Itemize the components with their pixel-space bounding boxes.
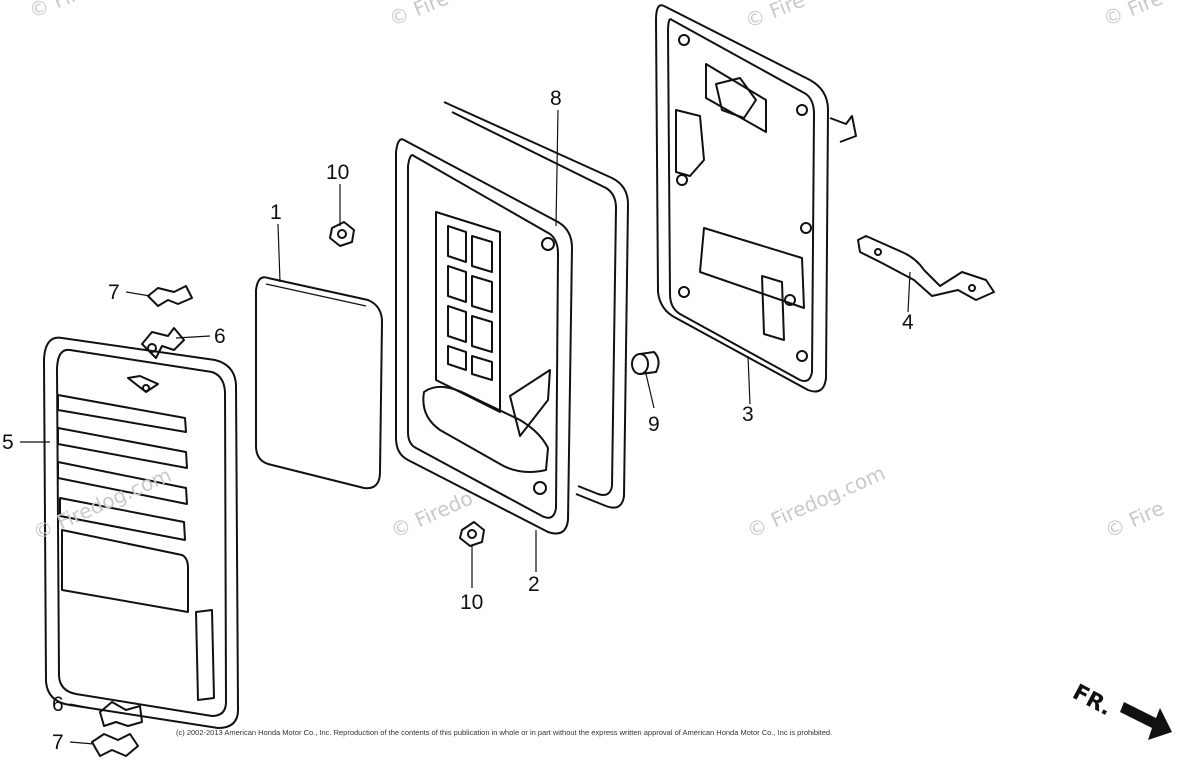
- part-label-9: 9: [648, 413, 660, 436]
- leader-1: [277, 223, 281, 283]
- air-cleaner-base-part: [655, 4, 857, 393]
- front-direction-arrow-icon: [1120, 702, 1172, 740]
- leader-4: [907, 271, 911, 313]
- part-label-1: 1: [270, 201, 282, 224]
- leader-3: [747, 355, 751, 405]
- bracket-part: [857, 235, 995, 301]
- clip-7-bottom-part: [91, 733, 139, 757]
- part-label-10-top: 10: [326, 161, 350, 184]
- nut-10-bottom-part: [459, 521, 485, 547]
- part-label-6-bottom: 6: [52, 693, 64, 716]
- part-label-5: 5: [2, 431, 14, 454]
- leader-9: [645, 373, 655, 409]
- part-label-7-top: 7: [108, 281, 120, 304]
- clip-7-top-part: [147, 285, 193, 307]
- clip-6-bottom-part: [99, 701, 143, 727]
- part-label-7-bottom: 7: [52, 731, 64, 754]
- air-filter-element-part: [255, 276, 383, 490]
- copyright-notice: (c) 2002-2013 American Honda Motor Co., …: [176, 728, 833, 737]
- leader-7-bottom: [69, 741, 95, 745]
- leader-8: [555, 109, 559, 227]
- clip-6-top-part: [141, 327, 185, 359]
- gasket-part: [443, 101, 629, 509]
- leader-6-top: [175, 335, 211, 339]
- leader-6-bottom: [69, 703, 101, 711]
- leader-7-top: [125, 291, 151, 297]
- part-label-4: 4: [902, 311, 914, 334]
- part-label-8: 8: [550, 87, 562, 110]
- part-label-6-top: 6: [214, 325, 226, 348]
- air-cleaner-cover-part: [43, 336, 239, 729]
- part-label-10-bottom: 10: [460, 591, 484, 614]
- part-label-3: 3: [742, 403, 754, 426]
- bushing-part: [631, 351, 660, 375]
- nut-10-top-part: [329, 221, 355, 247]
- air-cleaner-case-part: [395, 138, 573, 535]
- part-label-2: 2: [528, 573, 540, 596]
